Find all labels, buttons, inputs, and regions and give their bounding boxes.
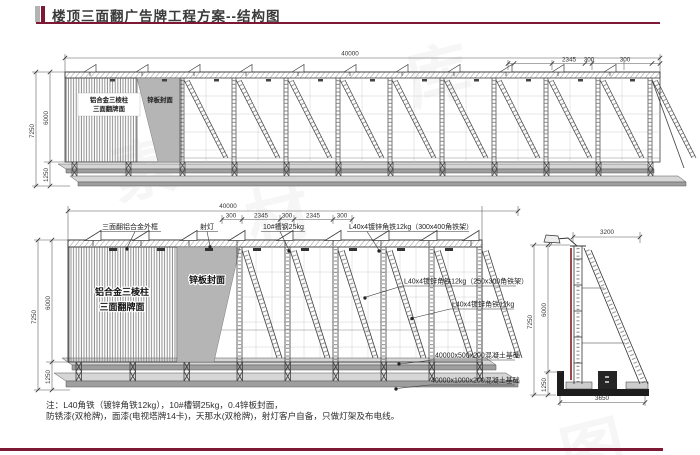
zinc-cover-panel <box>136 77 183 163</box>
panel-frame <box>64 71 661 163</box>
callout-lamp-label: 射灯 <box>200 222 214 231</box>
dim-sub-2: 300 <box>282 213 293 220</box>
face-label-line1-top: 铝合金三棱柱 <box>89 95 129 104</box>
dim-total-width-top: 40000 <box>341 51 359 58</box>
dimension-lines-front <box>34 206 519 391</box>
callout-angle-label: L40x4镀锌角铁12kg <box>452 300 514 309</box>
dim-sub-4: 300 <box>337 213 348 220</box>
callout-angle-big-label: L40x4镀锌角铁12kg（300x400角铁架） <box>349 222 473 231</box>
dim-6000-front: 6000 <box>45 296 52 311</box>
truss-row <box>178 76 698 164</box>
lamp-mounts-front <box>109 248 453 251</box>
dim-sub-0: 300 <box>226 213 237 220</box>
dimension-lines-side <box>530 232 646 406</box>
callout-frame-label: 三面翻铝合金外框 <box>102 222 158 231</box>
dim-6000-side: 6000 <box>541 303 548 318</box>
lamp-mounts <box>110 79 635 82</box>
face-label-line1-front: 铝合金三棱柱 <box>95 286 149 297</box>
trivision-face-hatch <box>65 77 138 163</box>
title-bar-red-accent <box>41 6 45 22</box>
title-bar-gray-accent <box>35 6 40 22</box>
face-label-line2-top: 三面翻牌面 <box>93 104 126 113</box>
dim-total-width-front: 40000 <box>219 203 237 210</box>
foundation-slabs <box>57 163 687 187</box>
dim-6000-top: 6000 <box>43 111 50 126</box>
dim-300-top: 300 <box>584 57 595 64</box>
dimension-ticks-side <box>531 234 648 406</box>
counterweight-block <box>598 371 617 389</box>
dim-300b-top: 300 <box>620 57 631 64</box>
callout-leaders <box>100 231 516 391</box>
dim-1250-front: 1250 <box>45 370 52 385</box>
zinc-label-front: 锌板封面 <box>189 274 225 285</box>
end-brace <box>651 79 685 169</box>
dim-7250-front: 7250 <box>31 310 38 325</box>
header-rule <box>36 21 660 24</box>
note-line-1: 注：L40角铁（镀锌角铁12kg），10#槽钢25kg，0.4锌板封面， <box>46 400 283 410</box>
side-view-drawing: 3200 3650 7250 6000 1250 <box>527 229 649 406</box>
callout-angle-mid-label: L40x4镀锌角铁12kg（250x300角铁架） <box>404 277 528 286</box>
note-line-2: 防锈漆(双枪牌)，面漆(电视塔牌14卡)，天那水(双枪牌)，射灯客户自备，只做灯… <box>46 411 400 421</box>
dim-sub-3: 2345 <box>306 213 321 220</box>
zinc-cover-panel-front <box>176 246 241 363</box>
spotlight-arm <box>543 234 578 248</box>
side-base <box>557 371 649 396</box>
zinc-label-top: 锌板封面 <box>147 95 173 104</box>
trivision-face-hatch-front <box>68 246 178 363</box>
callout-channel-label: 10#槽钢25kg <box>263 222 304 231</box>
dim-1250-side: 1250 <box>541 378 548 393</box>
front-elevation-drawing: 40000 300 2345 300 2345 300 7250 6000 12… <box>31 203 528 393</box>
callout-foundation-upper-label: 40000x500x200混凝土基础 <box>435 351 520 360</box>
side-diagonal-truss <box>582 247 649 385</box>
dim-7250-top: 7250 <box>29 124 36 139</box>
dim-3200: 3200 <box>600 229 615 236</box>
dim-3650: 3650 <box>595 395 610 402</box>
dim-7250-side: 7250 <box>527 315 534 330</box>
dim-1250-top: 1250 <box>43 168 50 183</box>
panel-grid <box>180 78 660 162</box>
side-mast <box>570 245 586 384</box>
dim-2345-top: 2345 <box>562 57 577 64</box>
callout-foundation-lower-label: 40000x1000x200混凝土基础 <box>431 376 520 385</box>
top-elevation-drawing: 40000 2345 300 300 7250 6000 1250 铝合金三棱柱… <box>29 51 698 189</box>
footer-rule <box>0 448 663 451</box>
dimension-lines <box>32 54 661 187</box>
page-title: 楼顶三面翻广告牌工程方案--结构图 <box>52 9 281 24</box>
dim-sub-1: 2345 <box>254 213 269 220</box>
face-label-line2-front: 三面翻牌面 <box>99 301 144 312</box>
face-label-box <box>77 92 141 117</box>
